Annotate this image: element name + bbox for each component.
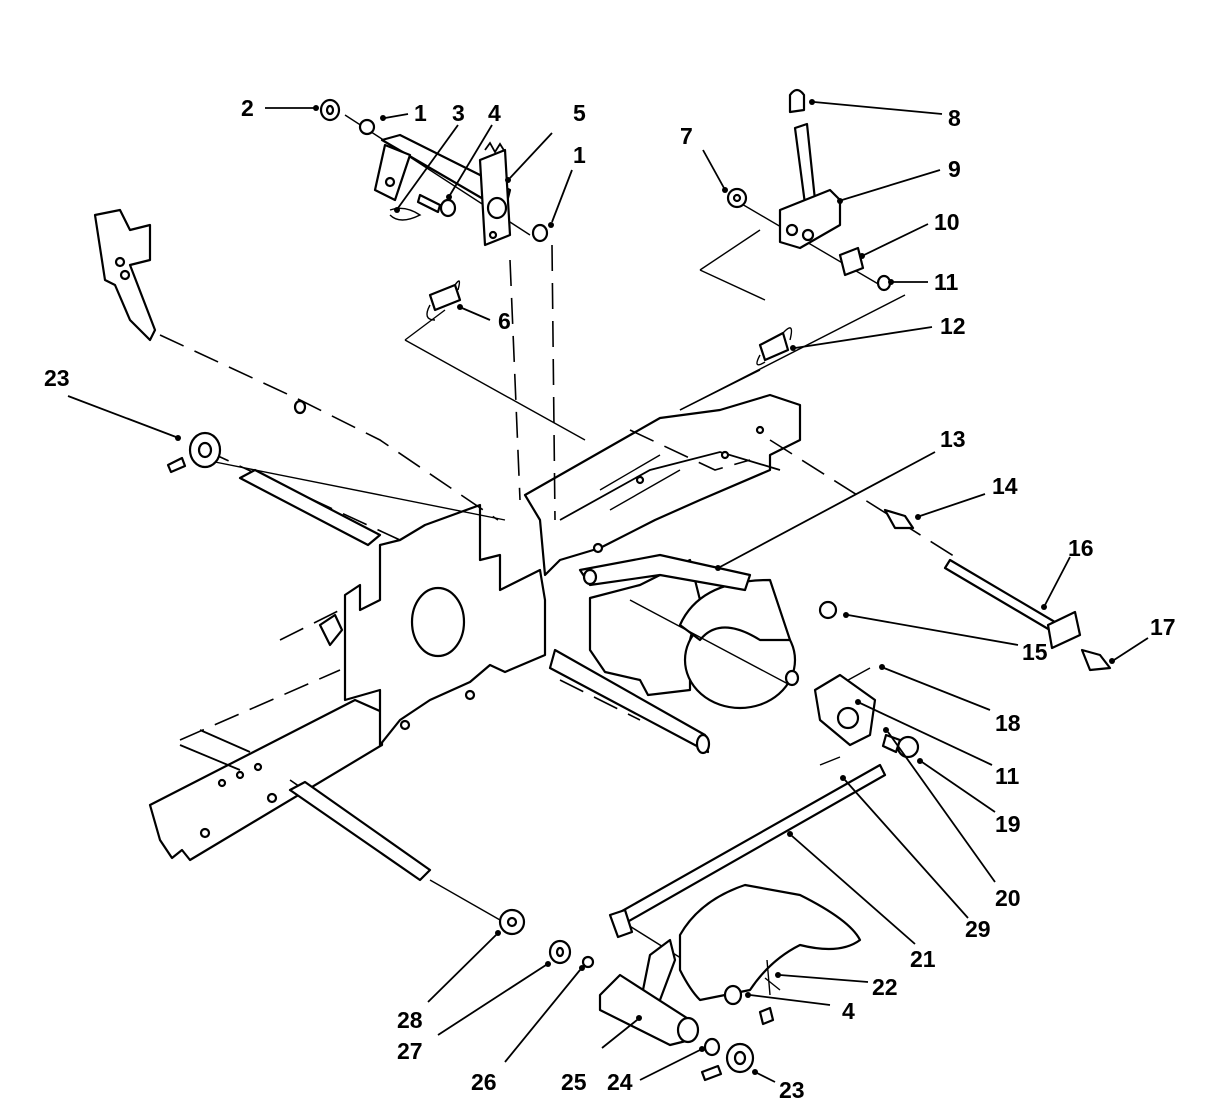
callout-25: 25 [561, 1069, 587, 1095]
chassis-frame [93, 208, 802, 862]
callout-17: 17 [1150, 614, 1176, 640]
callout-23: 23 [779, 1077, 805, 1103]
callout-leaders [67, 99, 1149, 1083]
callout-5: 5 [573, 100, 586, 126]
callout-24: 24 [607, 1069, 633, 1095]
callout-4: 4 [488, 100, 501, 126]
callout-27: 27 [397, 1038, 423, 1064]
callout-7: 7 [680, 123, 693, 149]
callout-18: 18 [995, 710, 1021, 736]
callout-22: 22 [872, 974, 898, 1000]
callout-16: 16 [1068, 535, 1094, 561]
callout-4: 4 [842, 998, 855, 1024]
callout-14: 14 [992, 473, 1018, 499]
callout-20: 20 [995, 885, 1021, 911]
callout-10: 10 [934, 209, 960, 235]
callout-11: 11 [995, 763, 1020, 789]
callout-9: 9 [948, 156, 961, 182]
callout-19: 19 [995, 811, 1021, 837]
callout-3: 3 [452, 100, 465, 126]
callout-13: 13 [940, 426, 966, 452]
callout-21: 21 [910, 946, 936, 972]
callout-28: 28 [397, 1007, 423, 1033]
callout-6: 6 [498, 308, 511, 334]
callout-1: 1 [573, 142, 586, 168]
components [166, 88, 1112, 1082]
callout-1: 1 [414, 100, 427, 126]
callout-29: 29 [965, 916, 991, 942]
callout-8: 8 [948, 105, 961, 131]
callout-11: 11 [934, 269, 959, 295]
callout-labels: 2 1 3 4 5 1 8 7 9 10 11 6 12 23 13 14 16… [44, 95, 1176, 1103]
callout-23: 23 [44, 365, 70, 391]
callout-2: 2 [241, 95, 254, 121]
callout-12: 12 [940, 313, 966, 339]
callout-15: 15 [1022, 639, 1048, 665]
callout-26: 26 [471, 1069, 497, 1095]
